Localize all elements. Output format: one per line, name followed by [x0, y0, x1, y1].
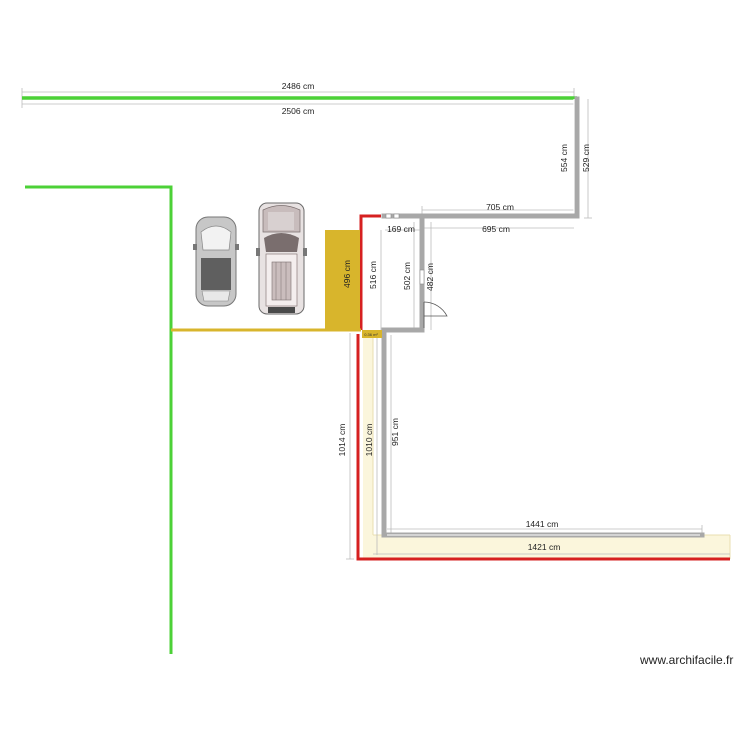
terrace [325, 230, 360, 330]
watermark[interactable]: www.archifacile.fr [640, 653, 734, 667]
dim-516: 516 cm [368, 261, 378, 289]
dim-169: 169 cm [387, 224, 415, 234]
dim-482: 482 cm [425, 263, 435, 291]
dim-top-inner: 2506 cm [282, 106, 315, 116]
dim-502: 502 cm [402, 262, 412, 290]
alley-fill-bottom [363, 535, 730, 559]
dimension-guides [21, 88, 730, 560]
dim-1014: 1014 cm [337, 424, 347, 457]
window [393, 213, 400, 219]
dim-951: 951 cm [390, 418, 400, 446]
boundary-left-green [25, 185, 173, 654]
door-swing-icon [423, 301, 448, 328]
boundary-red-bottom [356, 334, 730, 561]
dim-1421: 1421 cm [528, 542, 561, 552]
small-area [362, 330, 382, 338]
dim-554: 554 cm [559, 144, 569, 172]
dim-small-area: 0.36 m² [364, 332, 378, 337]
boundary-red-top [359, 214, 381, 330]
dim-1441: 1441 cm [526, 519, 559, 529]
car-icon [193, 216, 239, 307]
dim-496: 496 cm [342, 260, 352, 288]
pickup-car-icon [256, 202, 307, 315]
dim-705: 705 cm [486, 202, 514, 212]
window [385, 213, 392, 219]
dim-1010: 1010 cm [364, 424, 374, 457]
window [419, 269, 425, 285]
dim-top-outer: 2486 cm [282, 81, 315, 91]
alley-fill [363, 333, 373, 559]
dim-529: 529 cm [581, 144, 591, 172]
dim-695: 695 cm [482, 224, 510, 234]
building-walls [381, 96, 705, 538]
